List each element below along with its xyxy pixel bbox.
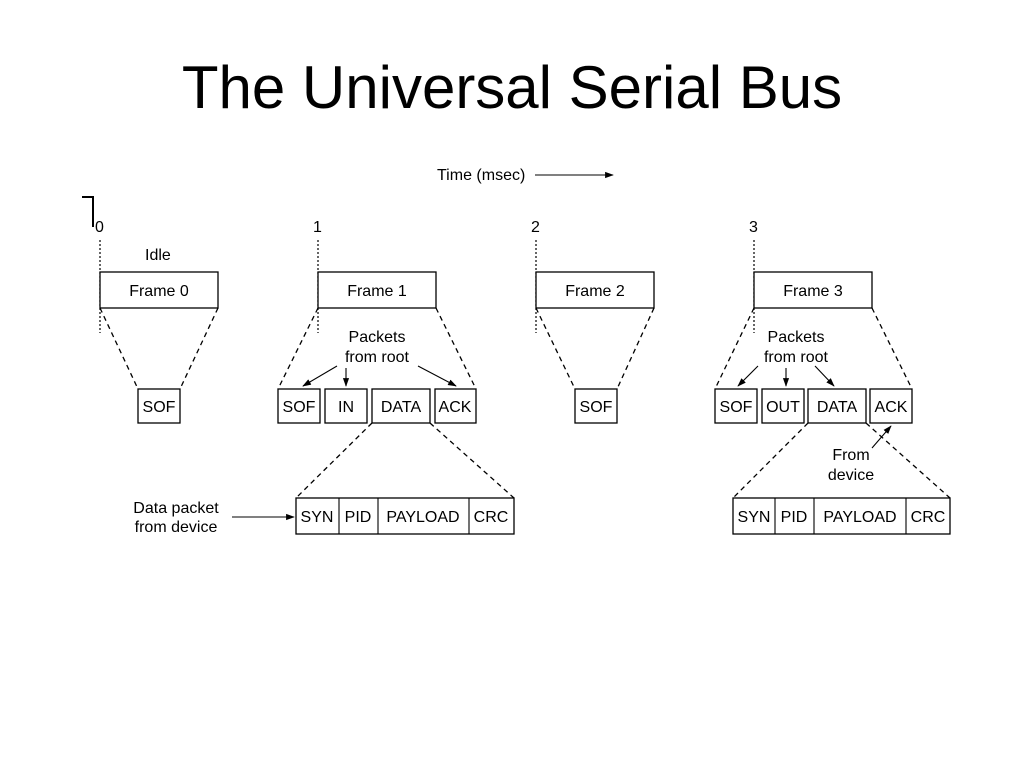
tick-label: 1	[313, 219, 322, 236]
packets-from-root-label: Packets	[349, 329, 406, 346]
idle-label: Idle	[145, 247, 171, 264]
tick-label: 2	[531, 219, 540, 236]
tick-label: 3	[749, 219, 758, 236]
packet-data: DATA	[817, 399, 858, 416]
packets-from-root-label: Packets	[768, 329, 825, 346]
packet-sof: SOF	[283, 399, 316, 416]
frame-label: Frame 2	[565, 283, 625, 300]
data-packet-fields-frame3: SYN PID PAYLOAD CRC	[732, 497, 951, 535]
packet-in: IN	[338, 399, 354, 416]
frame2-packets: SOF	[574, 388, 618, 424]
slide-title: The Universal Serial Bus	[181, 54, 843, 121]
packet-sof: SOF	[720, 399, 753, 416]
field-payload: PAYLOAD	[823, 509, 896, 526]
frame-2: Frame 2	[535, 271, 655, 309]
frame-1: Frame 1	[317, 271, 437, 309]
packet-sof: SOF	[580, 399, 613, 416]
data-packet-label: from device	[135, 519, 218, 536]
packet-ack: ACK	[439, 399, 472, 416]
packet-data: DATA	[381, 399, 422, 416]
tick-label: 0	[95, 219, 104, 236]
packets-from-root-label: from root	[345, 349, 410, 366]
field-crc: CRC	[911, 509, 946, 526]
frame-label: Frame 0	[129, 283, 189, 300]
field-syn: SYN	[301, 509, 334, 526]
packet-out: OUT	[766, 399, 800, 416]
frame3-packets: SOF OUT DATA ACK	[714, 388, 913, 424]
field-pid: PID	[781, 509, 808, 526]
packets-from-root-label: from root	[764, 349, 829, 366]
frame-0: Frame 0	[99, 271, 219, 309]
packet-sof: SOF	[143, 399, 176, 416]
corner-mark	[82, 196, 94, 227]
field-payload: PAYLOAD	[386, 509, 459, 526]
data-packet-fields-frame1: SYN PID PAYLOAD CRC	[295, 497, 515, 535]
from-device-label: device	[828, 467, 874, 484]
time-axis-label: Time (msec)	[437, 167, 525, 184]
packet-ack: ACK	[875, 399, 908, 416]
frame-3: Frame 3	[753, 271, 873, 309]
field-pid: PID	[345, 509, 372, 526]
field-syn: SYN	[738, 509, 771, 526]
frame1-packets: SOF IN DATA ACK	[277, 388, 477, 424]
field-crc: CRC	[474, 509, 509, 526]
data-packet-label: Data packet	[133, 500, 219, 517]
frame-label: Frame 1	[347, 283, 407, 300]
frame0-packets: SOF	[137, 388, 181, 424]
from-device-label: From	[832, 447, 869, 464]
frame-label: Frame 3	[783, 283, 843, 300]
